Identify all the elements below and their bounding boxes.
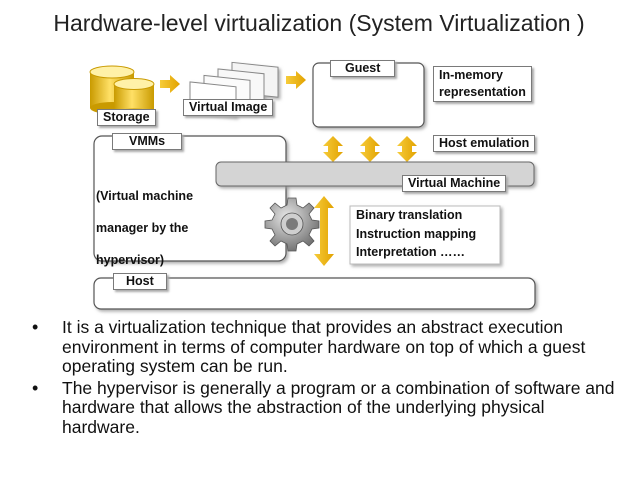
- in-memory-line-2: representation: [439, 85, 526, 99]
- binary-translation-text: Binary translation Instruction mapping I…: [356, 206, 476, 262]
- host-label: Host: [113, 273, 167, 290]
- vmm-desc-line-1: (Virtual machine: [96, 189, 194, 203]
- binary-translation-line: Binary translation: [356, 208, 463, 222]
- bullet-item: It is a virtualization technique that pr…: [26, 317, 626, 377]
- interpretation-line: Interpretation ……: [356, 245, 466, 259]
- vertical-double-arrow-icon: [314, 196, 334, 266]
- host-emulation-label: Host emulation: [433, 135, 536, 152]
- instruction-mapping-line: Instruction mapping: [356, 226, 477, 241]
- guest-label: Guest: [330, 60, 396, 77]
- virtual-machine-label: Virtual Machine: [402, 175, 507, 192]
- bullet-item: The hypervisor is generally a program or…: [26, 378, 626, 438]
- virtual-image-label: Virtual Image: [183, 99, 274, 116]
- arrow-storage-to-image-icon: [160, 75, 180, 93]
- host-bar: [93, 277, 536, 310]
- double-arrow-1-icon: [323, 136, 343, 162]
- bullet-list: It is a virtualization technique that pr…: [26, 317, 626, 439]
- vmm-desc-line-3: hypervisor): [96, 253, 165, 267]
- in-memory-label: In-memory representation: [433, 66, 532, 102]
- double-arrow-3-icon: [397, 136, 417, 162]
- vmm-desc-line-2: manager by the: [96, 221, 189, 235]
- double-arrow-2-icon: [360, 136, 380, 162]
- storage-label: Storage: [97, 109, 156, 126]
- vmms-label: VMMs: [112, 133, 183, 150]
- arrow-image-to-guest-icon: [286, 71, 306, 89]
- gear-icon: [264, 197, 320, 252]
- in-memory-line-1: In-memory: [439, 68, 503, 82]
- vmm-description: (Virtual machine manager by the hypervis…: [96, 172, 193, 284]
- slide-title: Hardware-level virtualization (System Vi…: [53, 10, 585, 36]
- binary-translation-box: [349, 205, 501, 265]
